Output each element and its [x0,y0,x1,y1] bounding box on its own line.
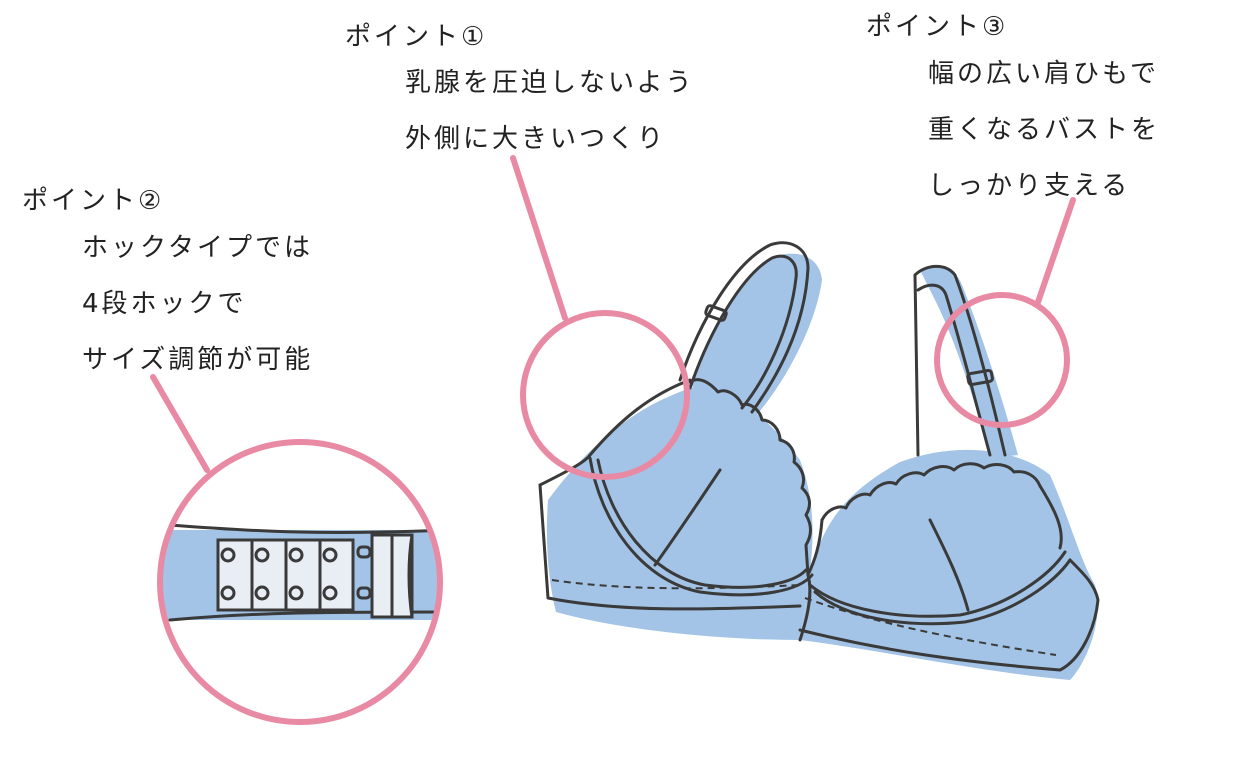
point3-line: 幅の広い肩ひもで [928,59,1159,89]
point1-line: 乳腺を圧迫しないよう [405,68,695,98]
point3-body: 幅の広い肩ひもで 重くなるバストを しっかり支える [928,46,1160,214]
bra-drawing [538,241,1100,680]
highlight-ring-point2 [150,374,443,725]
point1-title: ポイント① [345,22,488,52]
bra-stitching [551,579,1057,656]
point3-title: ポイント③ [866,12,1009,42]
point3-line: しっかり支える [928,171,1131,201]
hook-closure-detail [160,523,440,622]
bra-outline [538,241,1100,672]
point3-line: 重くなるバストを [928,115,1161,145]
point2-line: サイズ調節が可能 [82,345,314,375]
highlight-ring-point3 [934,197,1076,428]
point1-body: 乳腺を圧迫しないよう 外側に大きいつくり [405,55,694,167]
highlight-ring-point1 [510,155,690,480]
point2-line: 4段ホックで [82,289,247,319]
point2-body: ホックタイプでは 4段ホックで サイズ調節が可能 [82,220,313,388]
point2-line: ホックタイプでは [82,233,313,263]
point2-title: ポイント② [22,186,165,216]
point1-line: 外側に大きいつくり [405,124,667,154]
